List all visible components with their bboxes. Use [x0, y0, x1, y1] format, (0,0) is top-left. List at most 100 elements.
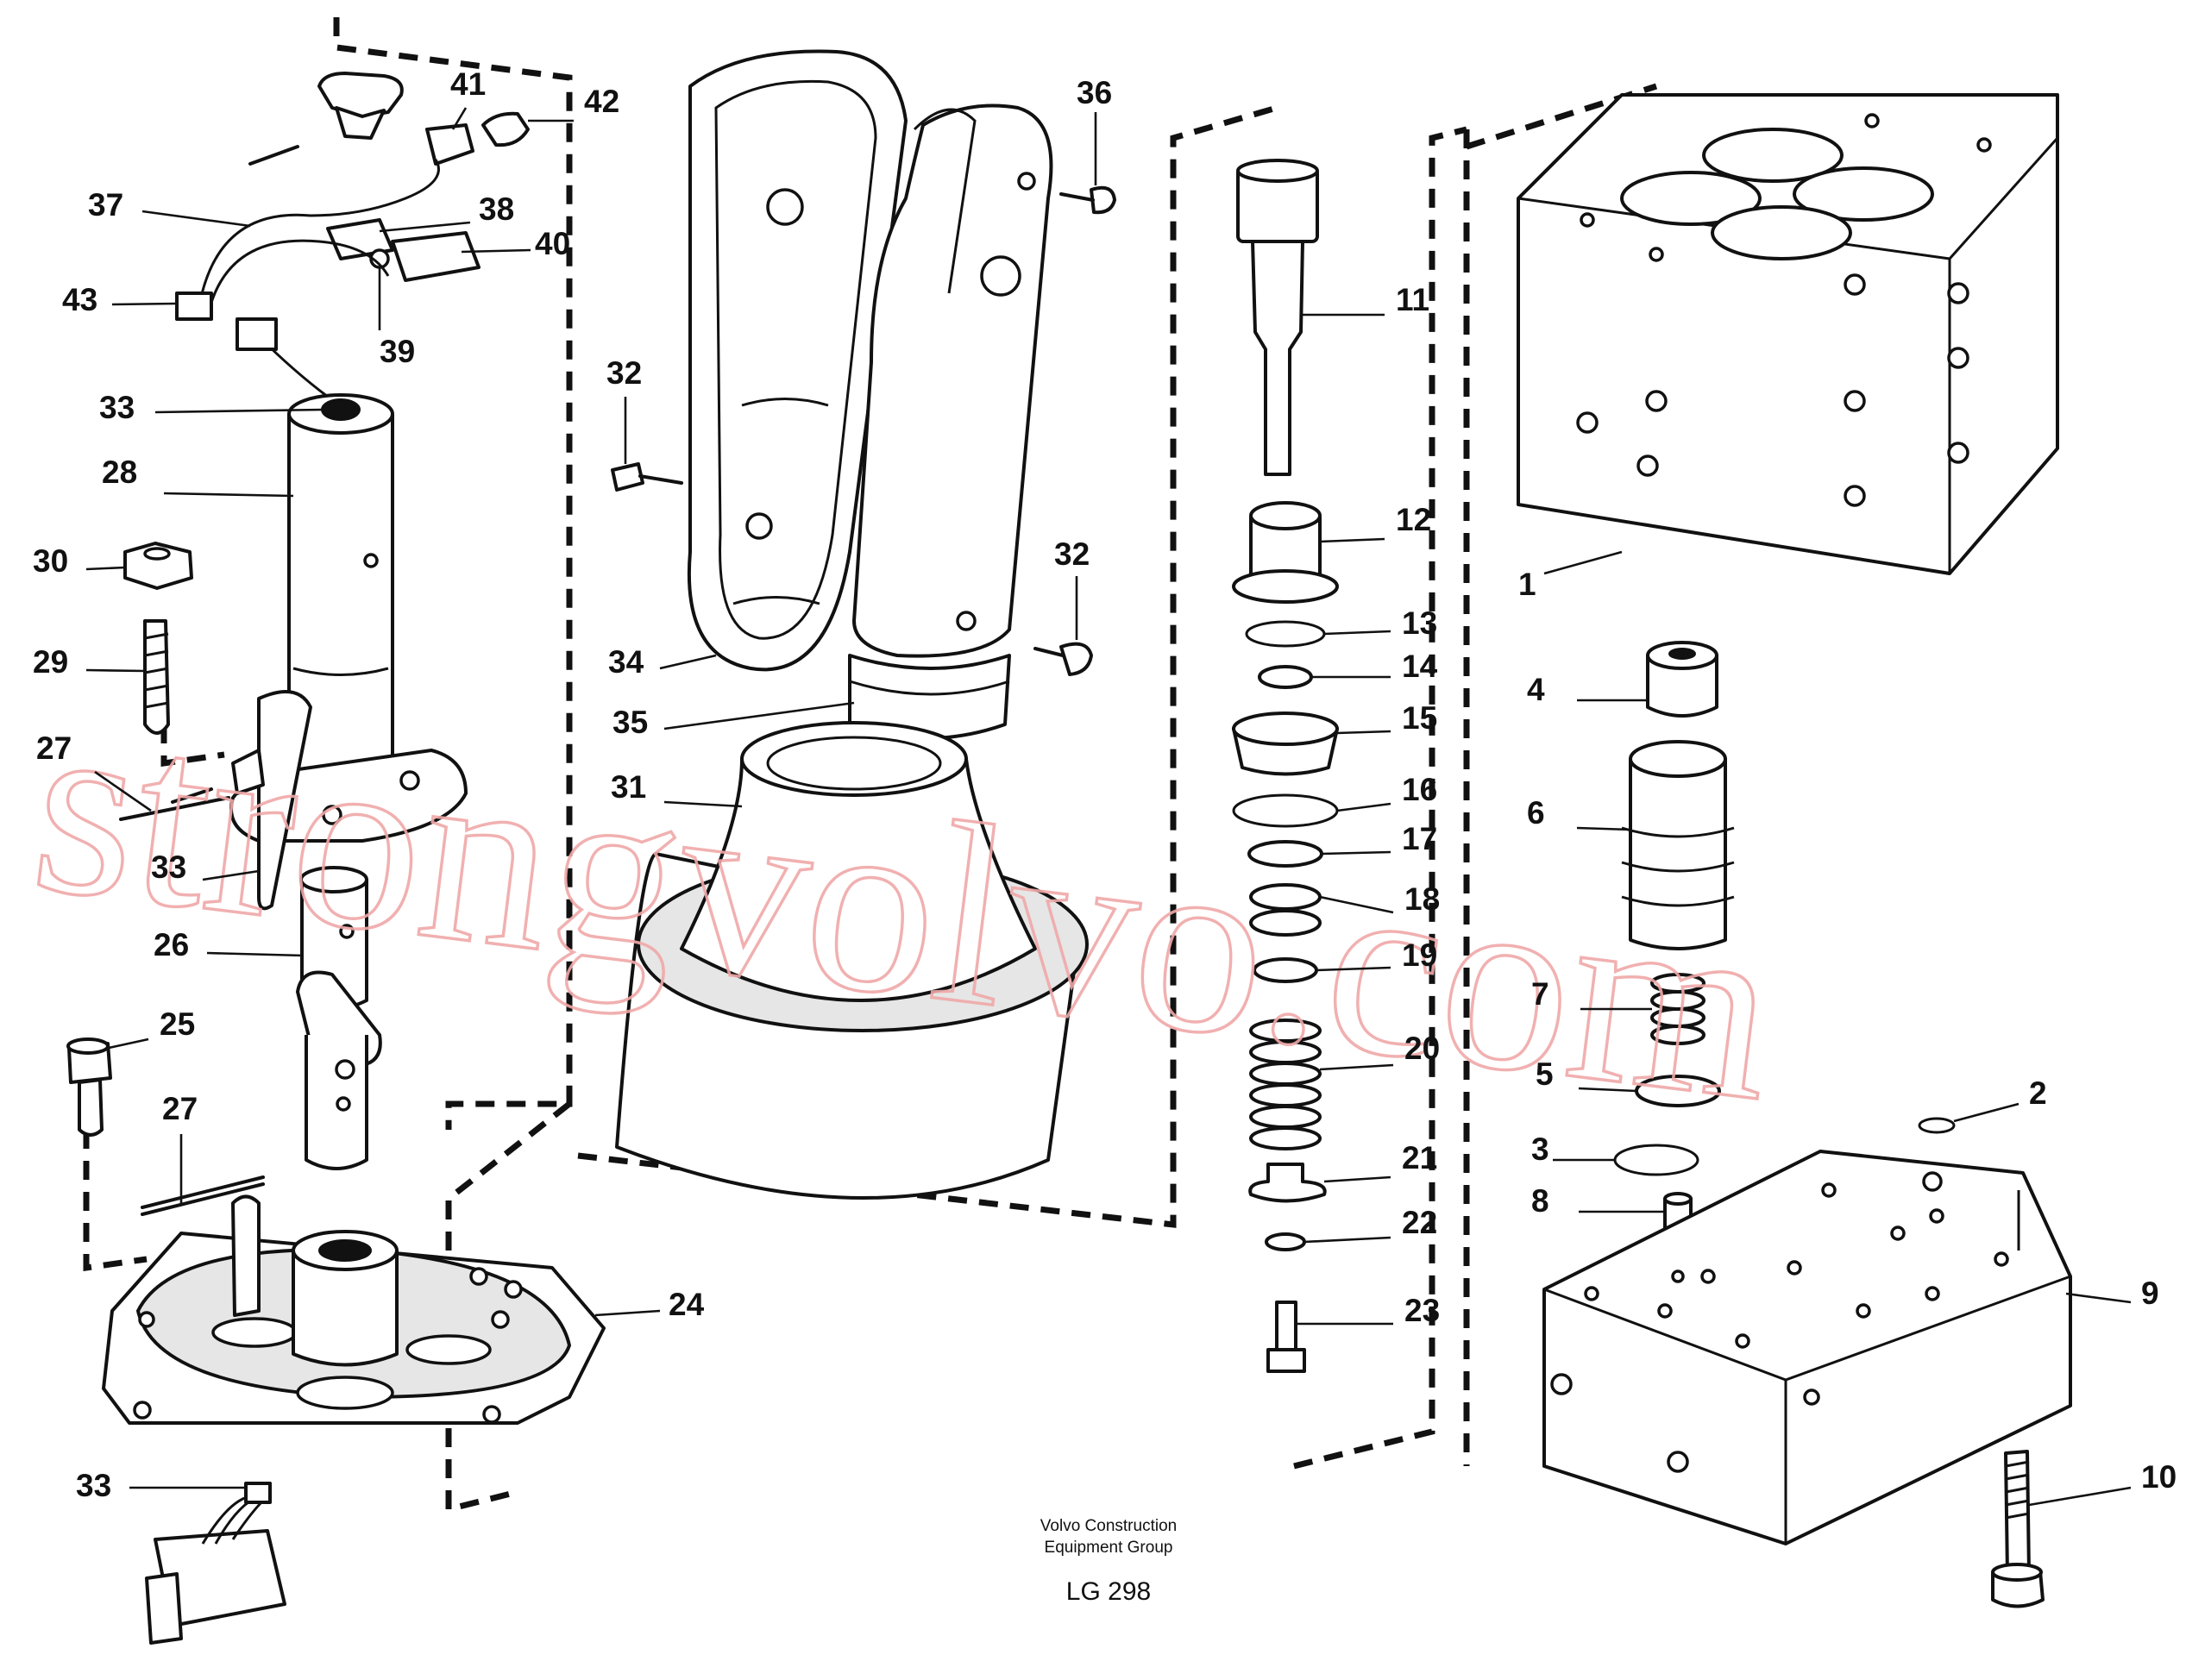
leader-line-41: [451, 107, 468, 130]
callout-34: 34: [608, 644, 644, 680]
base-boss-bore: [318, 1239, 372, 1262]
boot-cone-inner: [766, 736, 942, 791]
callout-35: 35: [612, 705, 648, 740]
screw-25: [66, 1037, 112, 1137]
handle-grip-35: [848, 103, 1053, 741]
grip-front-edge: [913, 108, 977, 294]
block-9-outline: [1542, 1150, 2072, 1545]
block-9-hole-1: [1584, 1286, 1599, 1301]
callout-27a: 27: [36, 730, 72, 766]
leader-line-22: [1303, 1236, 1391, 1244]
boundary-center-group: [577, 104, 1278, 1228]
universal-joint-26: [119, 787, 382, 1216]
block-1-side-2: [1947, 282, 1969, 304]
block-9-pin-seat: [1671, 1269, 1685, 1283]
spring-7: [1650, 973, 1705, 1045]
leader-line-27a: [94, 770, 152, 812]
callout-24: 24: [669, 1287, 705, 1322]
plunger-11-top: [1236, 159, 1319, 183]
grip-body: [852, 103, 1053, 658]
shaft-band: [292, 667, 389, 676]
block-9-hole-12: [1803, 1389, 1820, 1406]
callout-36: 36: [1077, 75, 1112, 110]
block-1-port-d: [1711, 205, 1852, 260]
seat-21: [1248, 1163, 1327, 1203]
valve-block-1: [1517, 93, 2059, 575]
block-9-hole-8: [1890, 1226, 1906, 1241]
block-9-hole-7: [1925, 1286, 1940, 1301]
bolt-10-cap: [1991, 1563, 2043, 1582]
base-mount-hole-left: [133, 1401, 152, 1420]
callout-4: 4: [1527, 672, 1545, 707]
screws-32-36: [611, 185, 1116, 676]
callout-33a: 33: [99, 390, 135, 425]
boundary-base-bottom: [445, 1397, 518, 1514]
callout-2: 2: [2029, 1075, 2047, 1111]
pin-27-lower: [141, 1175, 265, 1209]
sleeve-6: [1629, 757, 1727, 950]
connector-grommet: [236, 317, 278, 351]
leader-line-9: [2065, 1292, 2132, 1304]
housing-boss-upper: [766, 188, 804, 226]
nut-30: [123, 542, 193, 590]
base-hole-front: [296, 1376, 394, 1410]
callout-6: 6: [1527, 795, 1545, 831]
callout-7: 7: [1531, 976, 1549, 1012]
boundary-valve-stack: [1293, 126, 1467, 1470]
leader-lines: [85, 107, 2132, 1507]
leader-line-26: [206, 951, 305, 957]
leader-line-31: [663, 800, 743, 808]
spring-20: [1249, 1019, 1322, 1150]
shaft-clip-33: [257, 690, 312, 911]
spool-4-bore: [1668, 648, 1696, 660]
grip-button-hole: [980, 255, 1021, 297]
spool-4-body: [1646, 654, 1718, 718]
leader-line-5: [1578, 1087, 1637, 1093]
callout-32b: 32: [1054, 536, 1090, 572]
block-1-front-2: [1645, 390, 1668, 412]
callout-3: 3: [1531, 1131, 1549, 1167]
boundary-screw-29: [160, 724, 225, 768]
block-1-bolt-1: [1580, 212, 1595, 228]
callout-14: 14: [1402, 649, 1438, 684]
callout-16: 16: [1402, 772, 1437, 807]
block-9-front-port-2: [1667, 1451, 1689, 1473]
block-9-hole-3: [1735, 1333, 1750, 1349]
callout-5: 5: [1536, 1056, 1554, 1092]
housing-ribs: [732, 398, 829, 605]
ring-13: [1245, 620, 1326, 648]
block-1-bolt-3: [1976, 137, 1992, 153]
block-1-port-c: [1793, 166, 1934, 222]
grip-collar-line: [849, 680, 1010, 696]
housing-inner-rim: [714, 79, 877, 640]
callout-1: 1: [1518, 567, 1536, 602]
spring-coil-5: [1249, 1105, 1322, 1129]
callout-26: 26: [154, 927, 189, 962]
callout-37: 37: [88, 187, 123, 223]
block-1-port-b: [1702, 128, 1844, 183]
base-plate-24: [102, 1194, 606, 1425]
callout-31: 31: [611, 769, 646, 805]
block-9-hole-9: [1994, 1251, 2009, 1267]
leader-line-1: [1543, 550, 1623, 575]
block-1-side-1: [1844, 273, 1866, 296]
bolt-10-thread: [2005, 1460, 2030, 1520]
connector-latch: [145, 1572, 183, 1645]
callout-17: 17: [1402, 821, 1437, 856]
guide-12-flange: [1232, 569, 1339, 604]
base-small-hole-2: [504, 1280, 523, 1299]
housing-boss-lower: [745, 512, 773, 540]
callout-9: 9: [2141, 1276, 2159, 1311]
leader-line-28: [163, 492, 294, 498]
pin-8-top: [1663, 1192, 1693, 1206]
callout-33c: 33: [76, 1468, 111, 1503]
block-1-side-4: [1947, 347, 1969, 369]
sleeve-6-rings: [1621, 826, 1735, 907]
callout-18: 18: [1404, 881, 1440, 917]
callout-23: 23: [1404, 1293, 1440, 1328]
grip-screw-hole-top: [1017, 172, 1036, 191]
joint-lower-hole-a: [335, 1059, 355, 1080]
